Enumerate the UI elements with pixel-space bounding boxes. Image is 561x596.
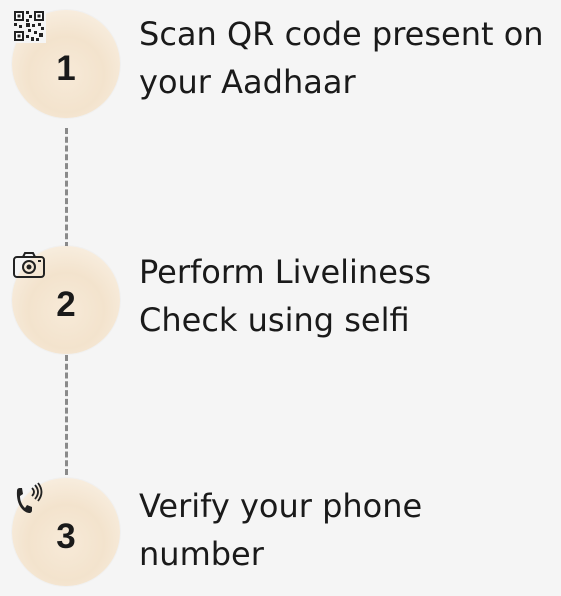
step-label: Verify your phone number [139,487,423,573]
step-item-liveliness-check: 2 Perform Liveliness Check using selfi [0,246,561,356]
step-number: 1 [56,49,76,88]
step-number: 2 [56,285,76,324]
step-badge [12,246,120,354]
phone-ringing-icon [12,482,46,516]
camera-icon [12,248,46,282]
step-item-scan-qr: 1 [0,9,561,120]
step-item-verify-phone: 3 Verify your phone number [0,478,561,588]
onboarding-steps: 1 [0,9,561,586]
step-label: Scan QR code present on your Aadhaar [139,15,544,101]
step-connector [65,128,68,248]
step-badge [12,478,120,586]
step-number: 3 [56,517,76,556]
step-connector [65,355,68,475]
qr-code-icon [12,9,46,43]
step-label: Perform Liveliness Check using selfi [139,253,432,339]
